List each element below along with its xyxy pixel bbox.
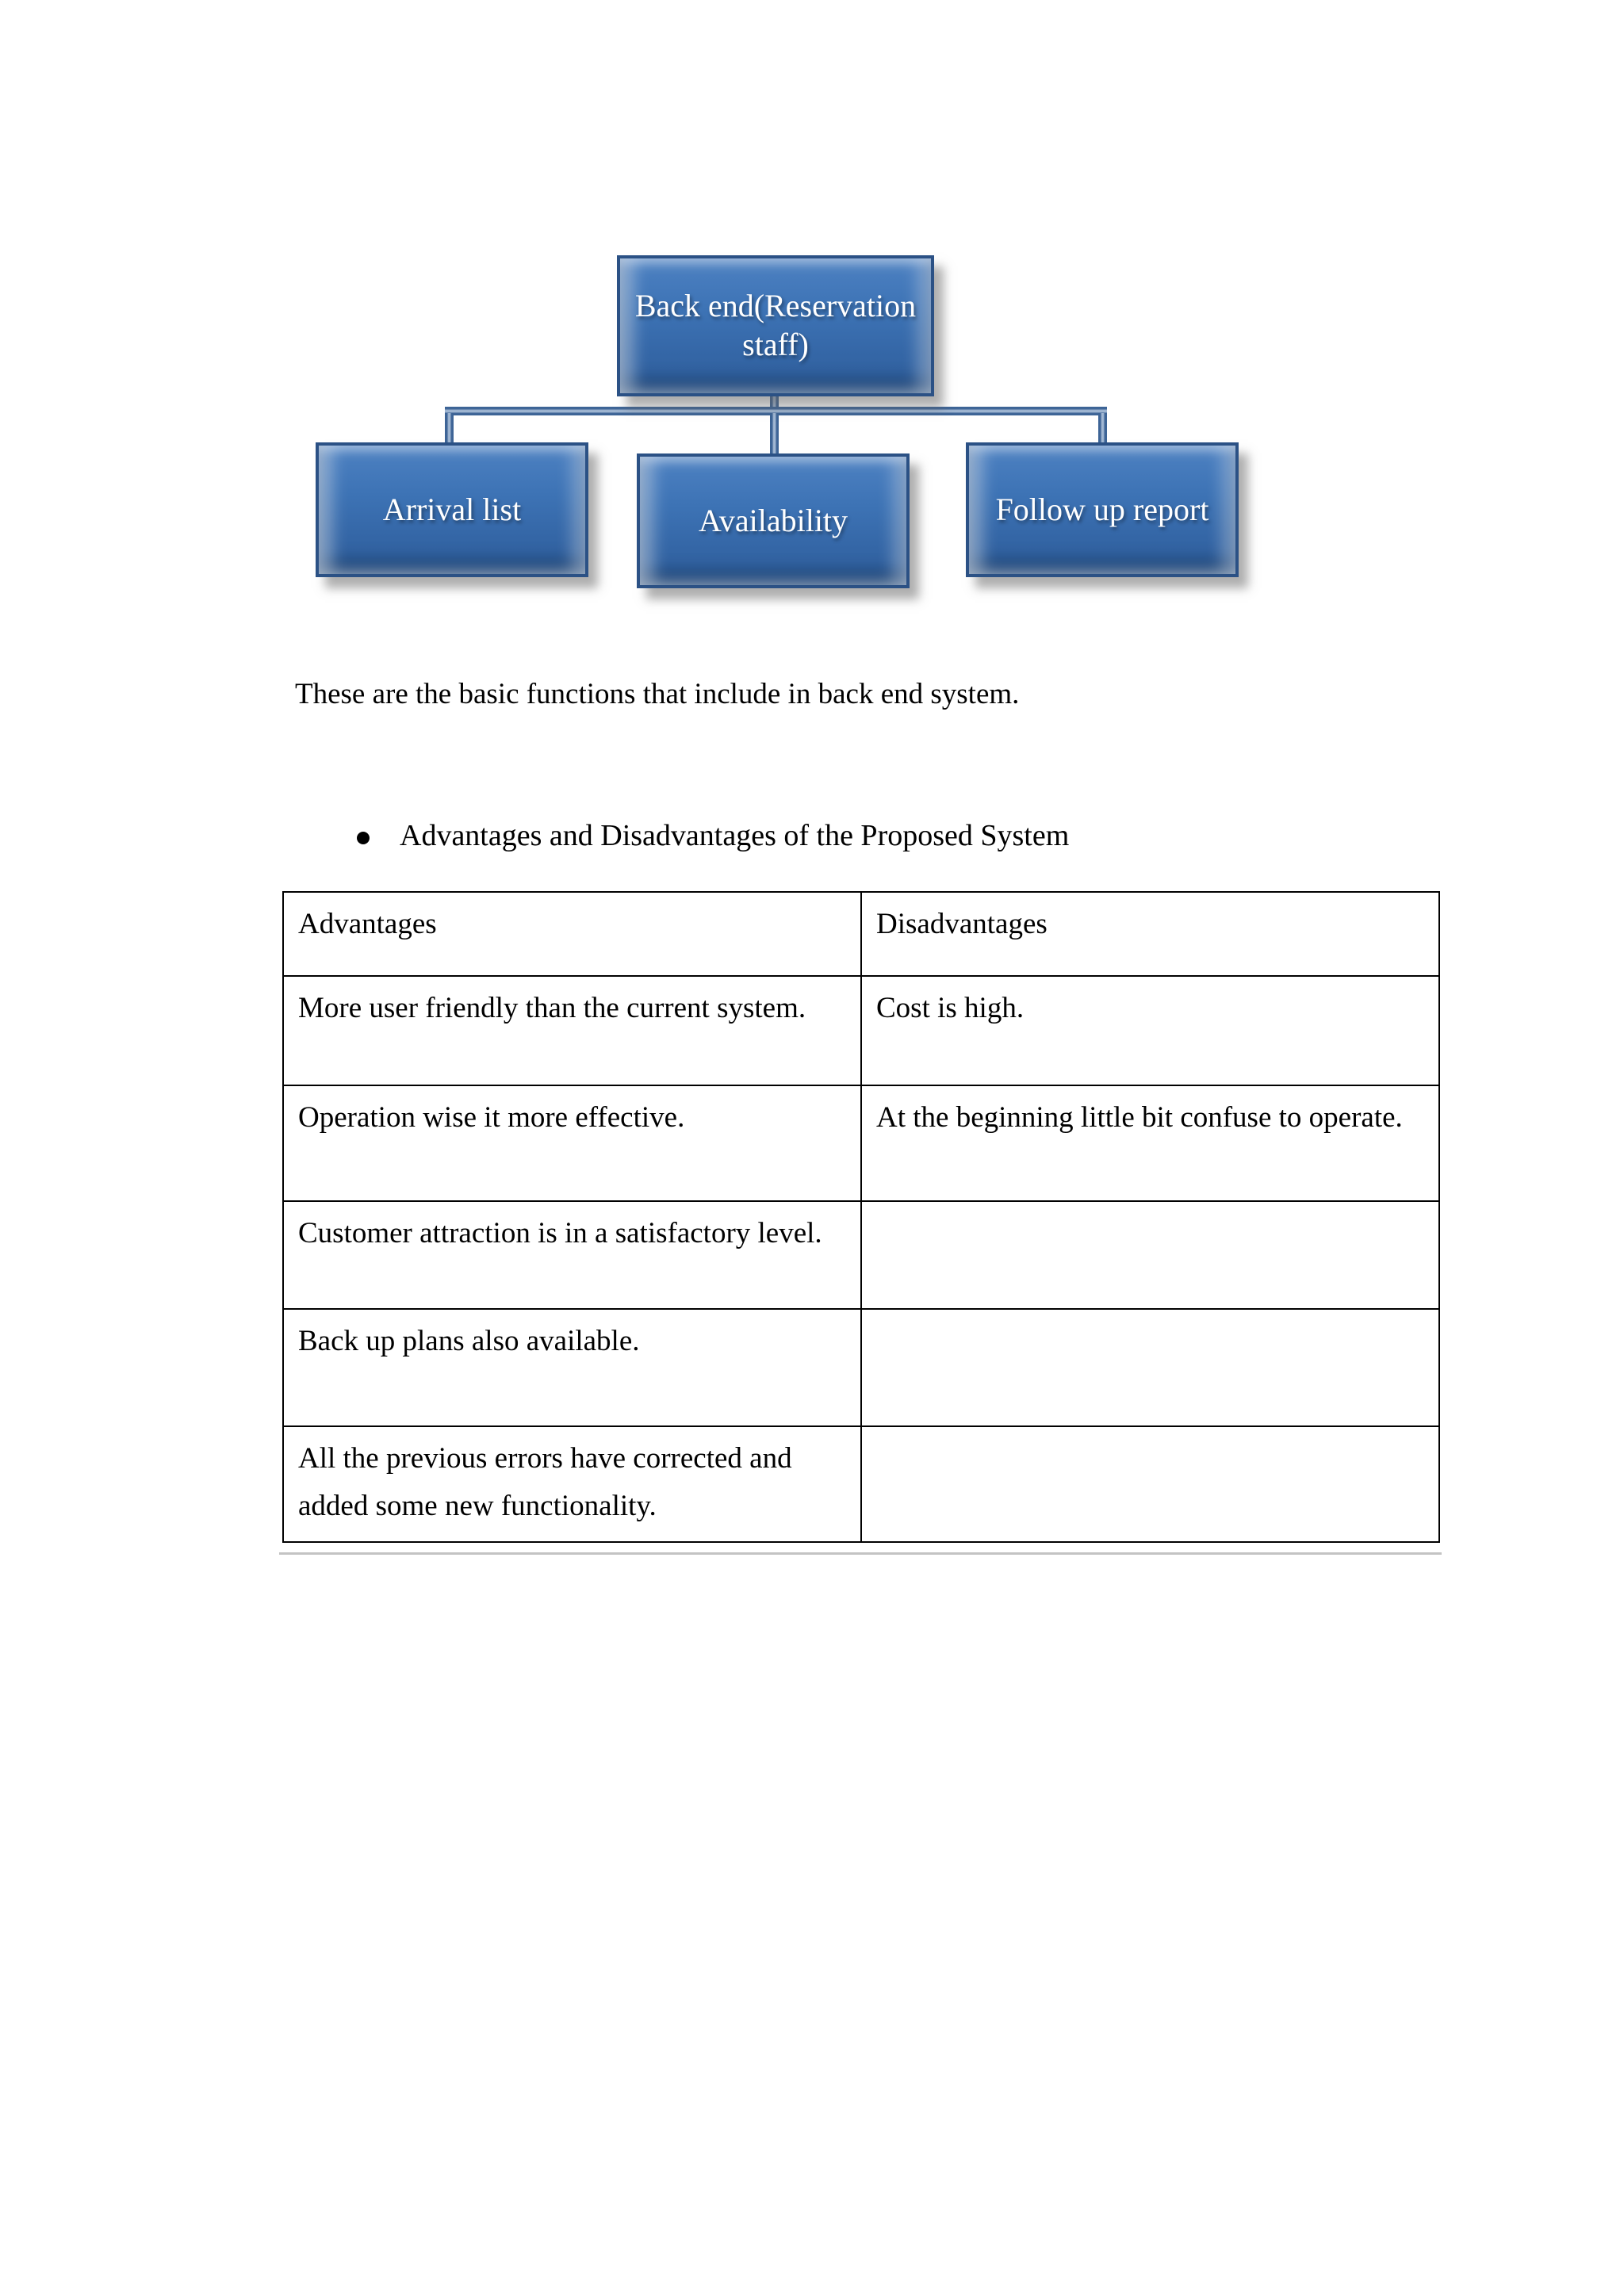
advantages-table: Advantages Disadvantages More user frien… <box>282 891 1440 1543</box>
table-row: Back up plans also available. <box>282 1308 1440 1427</box>
org-node-arrival-list: Arrival list <box>316 442 588 577</box>
table-row: Operation wise it more effective. At the… <box>282 1085 1440 1202</box>
table-bottom-shadow <box>279 1552 1442 1555</box>
bullet-icon <box>357 832 370 844</box>
table-cell-disadvantage: At the beginning little bit confuse to o… <box>860 1085 1440 1202</box>
table-header-row: Advantages Disadvantages <box>282 891 1440 977</box>
org-node-root: Back end(Reservation staff) <box>617 255 934 396</box>
table-header-disadvantages: Disadvantages <box>860 891 1440 977</box>
table-cell-advantage: Customer attraction is in a satisfactory… <box>282 1200 862 1310</box>
org-node-root-label: Back end(Reservation staff) <box>634 288 917 362</box>
connector-horizontal-bar <box>445 407 1107 415</box>
table-cell-advantage: All the previous errors have corrected a… <box>282 1425 862 1543</box>
org-node-label: Arrival list <box>382 491 522 527</box>
table-cell-advantage: More user friendly than the current syst… <box>282 975 862 1086</box>
table-cell-disadvantage: Cost is high. <box>860 975 1440 1086</box>
table-cell-advantage: Back up plans also available. <box>282 1308 862 1427</box>
table-header-advantages: Advantages <box>282 891 862 977</box>
table-row: Customer attraction is in a satisfactory… <box>282 1200 1440 1310</box>
bullet-text: Advantages and Disadvantages of the Prop… <box>400 819 1070 852</box>
table-cell-disadvantage <box>860 1308 1440 1427</box>
org-node-follow-up-report: Follow up report <box>966 442 1239 577</box>
table-row: All the previous errors have corrected a… <box>282 1425 1440 1543</box>
table-cell-advantage: Operation wise it more effective. <box>282 1085 862 1202</box>
table-row: More user friendly than the current syst… <box>282 975 1440 1086</box>
connector-right-stub <box>1098 413 1107 446</box>
connector-middle-stub <box>770 413 779 457</box>
org-node-label: Availability <box>698 502 848 538</box>
org-node-label: Follow up report <box>995 491 1209 527</box>
body-paragraph: These are the basic functions that inclu… <box>295 678 1020 710</box>
connector-root-stub <box>770 393 779 412</box>
connector-left-stub <box>445 413 454 446</box>
org-node-availability: Availability <box>637 453 910 588</box>
table-cell-disadvantage <box>860 1425 1440 1543</box>
table-cell-disadvantage <box>860 1200 1440 1310</box>
bullet-list-item: Advantages and Disadvantages of the Prop… <box>357 818 1069 855</box>
